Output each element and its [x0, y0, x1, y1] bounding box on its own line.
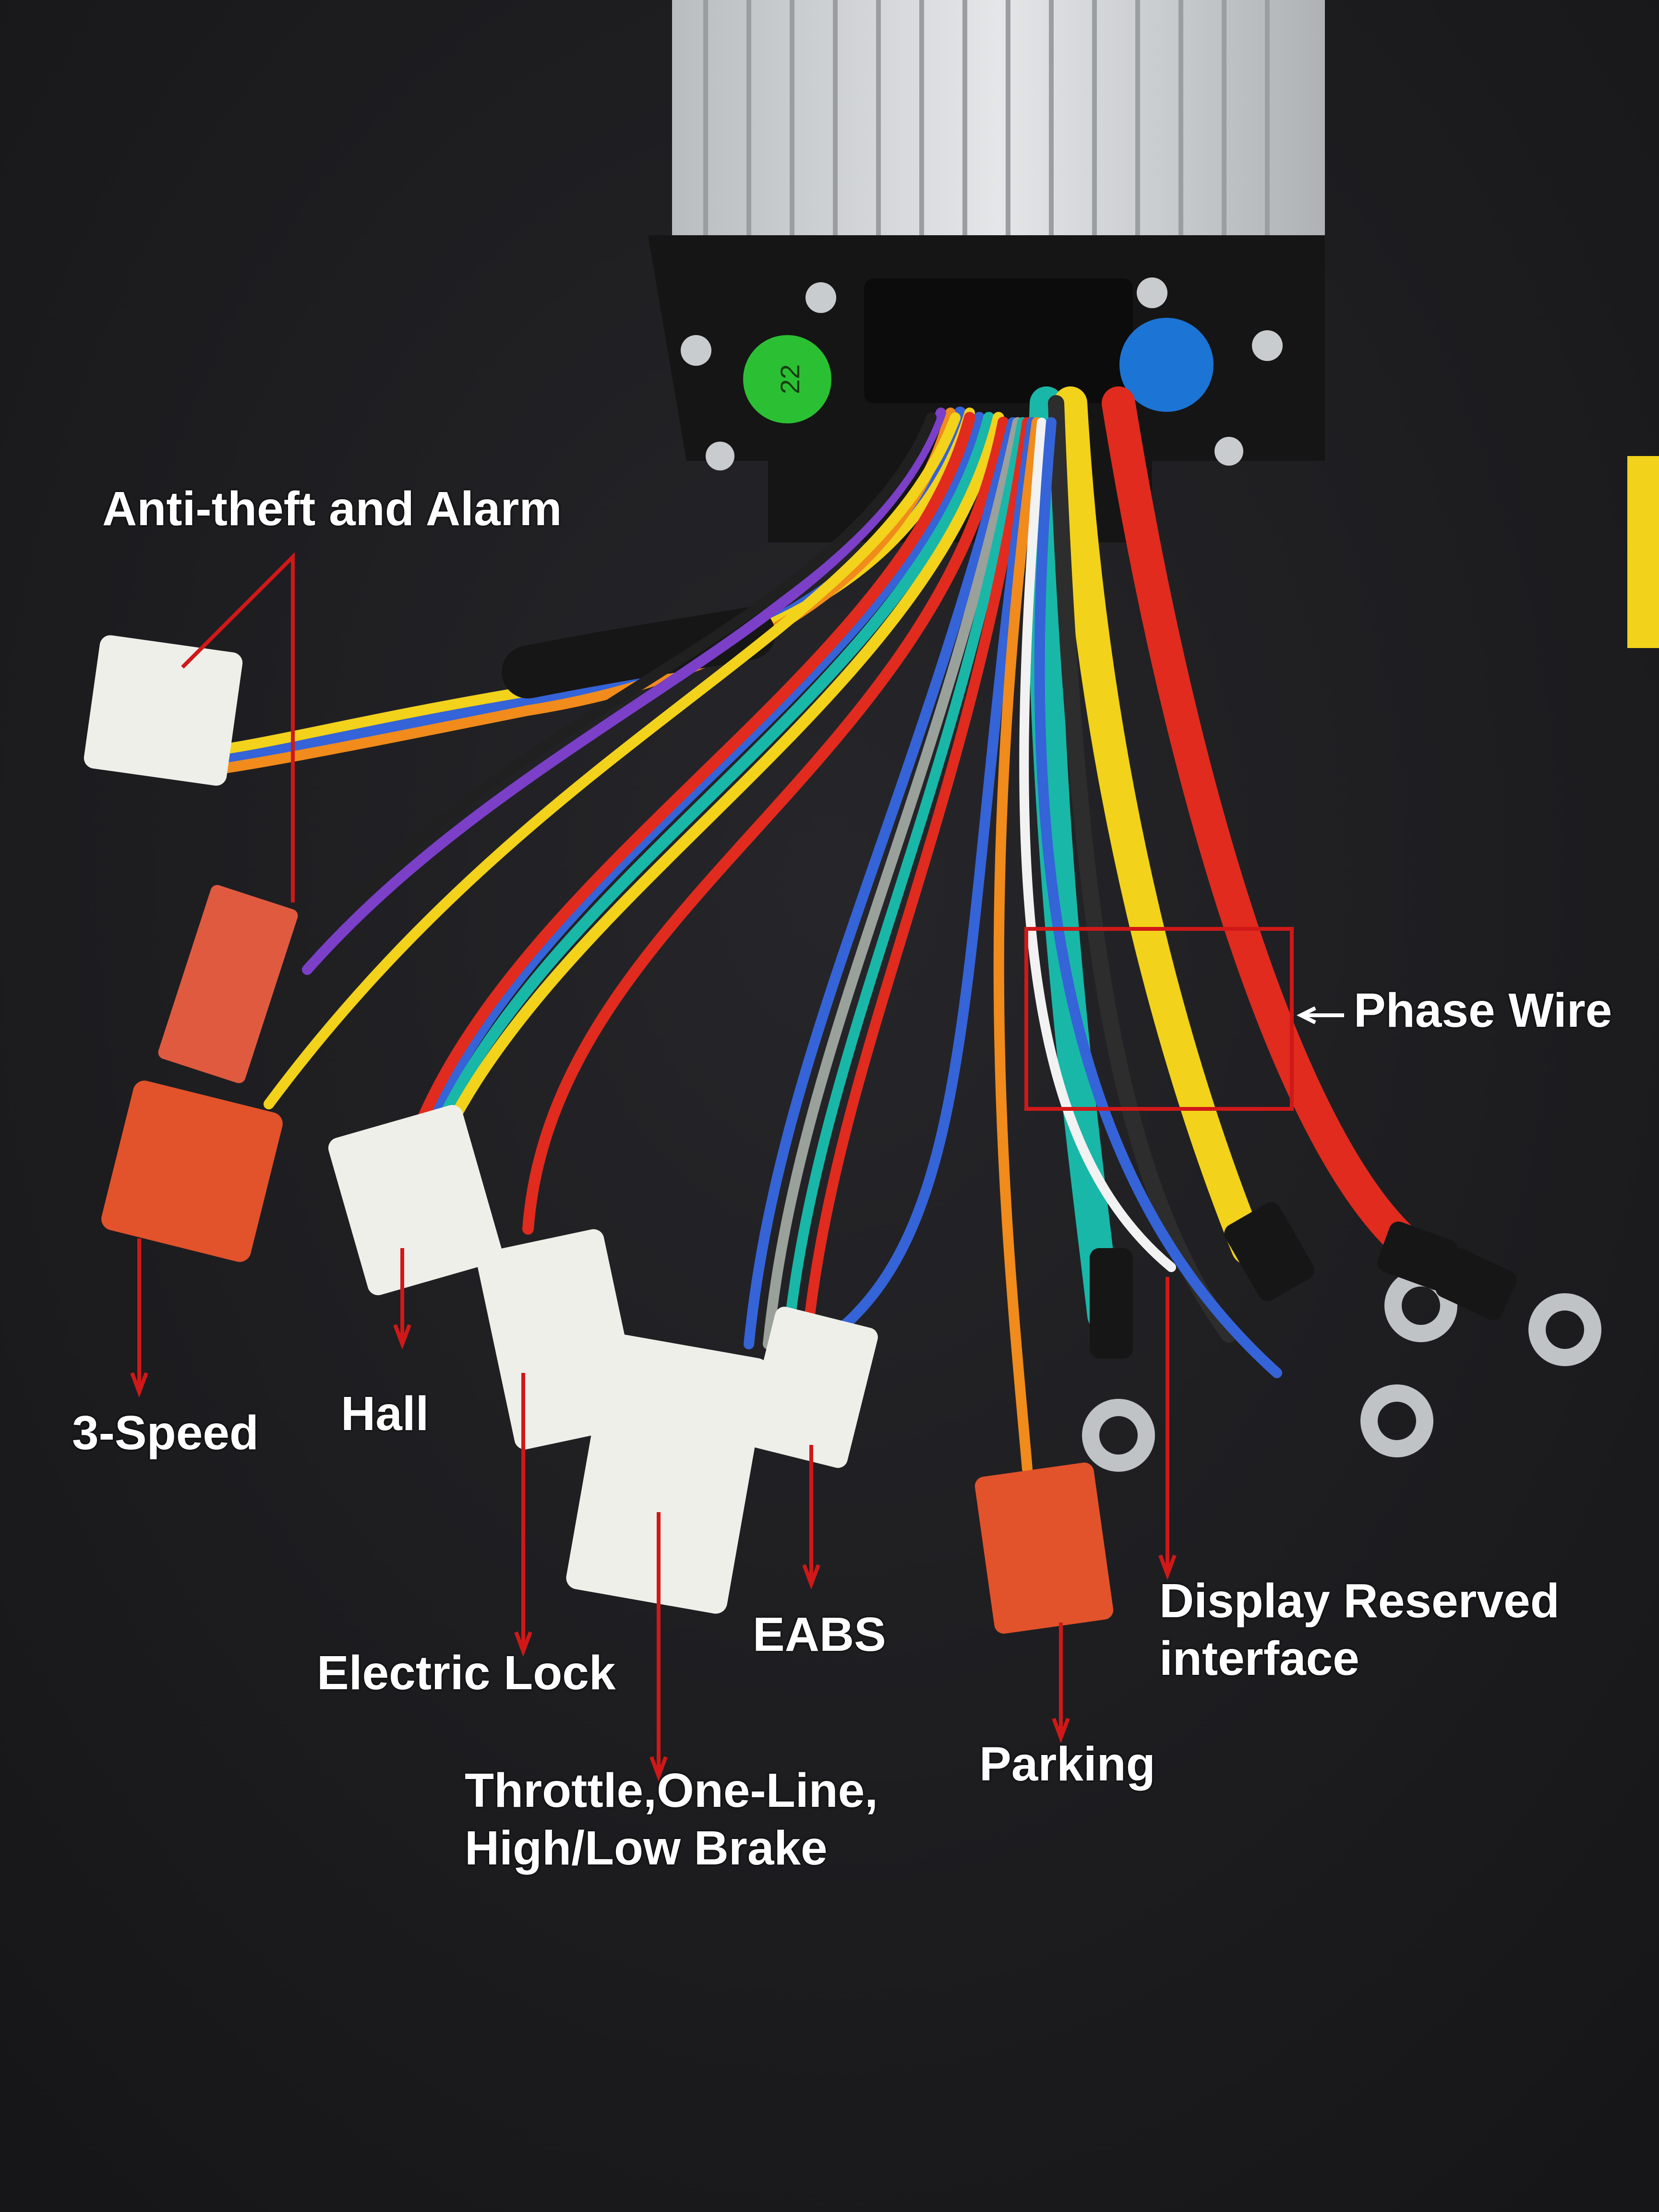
green-sticker-text: 22 — [775, 364, 805, 394]
alarm-connector — [158, 885, 298, 1083]
parking-connector — [974, 1462, 1114, 1634]
phase-wire-pointer — [1297, 1006, 1344, 1024]
label-eabs: EABS — [753, 1608, 886, 1661]
wire-bundle — [219, 386, 1428, 1474]
label-phase-wire: Phase Wire — [1354, 984, 1612, 1037]
annotation-pointers — [130, 552, 1294, 1782]
mounting-plate — [648, 235, 1325, 542]
label-hall: Hall — [341, 1387, 429, 1441]
label-electric-lock: Electric Lock — [317, 1646, 616, 1700]
yellow-tape — [1627, 456, 1659, 648]
throttle-connector — [566, 1334, 769, 1614]
three-speed-connector — [101, 1081, 283, 1262]
hall-connector — [328, 1105, 503, 1296]
eabs-connector — [745, 1307, 878, 1468]
green-sticker: 22 — [743, 335, 831, 423]
anti-theft-connector — [84, 635, 243, 786]
label-display-line1: Display Reserved — [1159, 1574, 1560, 1628]
blue-sticker — [1119, 318, 1214, 412]
label-throttle-line2: High/Low Brake — [465, 1821, 828, 1875]
controller-heatsink — [672, 0, 1325, 235]
label-parking: Parking — [979, 1737, 1155, 1791]
label-throttle-line1: Throttle,One-Line, — [465, 1764, 878, 1817]
label-display-line2: interface — [1159, 1632, 1359, 1685]
label-anti-theft-alarm: Anti-theft and Alarm — [102, 482, 562, 536]
ring-terminals — [1082, 1269, 1601, 1472]
connectors — [84, 635, 1114, 1634]
label-three-speed: 3-Speed — [72, 1406, 259, 1460]
